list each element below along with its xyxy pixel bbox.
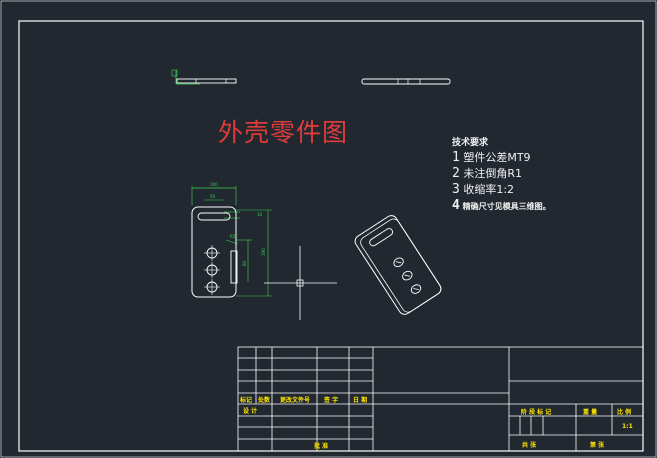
tb-label-design: 设 计 (243, 408, 258, 415)
tb-label-scale: 比 例 (617, 409, 632, 416)
svg-text:10: 10 (257, 212, 263, 217)
tb-label-weight: 重 量 (583, 409, 598, 416)
tb-scale-value: 1:1 (622, 423, 633, 430)
tech-note-3-text: 收缩率1:2 (463, 183, 515, 196)
tb-label-mark: 标记 (240, 397, 253, 404)
tech-notes-heading: 技术要求 (452, 138, 489, 148)
edge-view-right[interactable] (361, 78, 451, 85)
tb-label-date: 日 期 (353, 397, 368, 404)
svg-text:60: 60 (242, 260, 247, 266)
svg-text:100: 100 (210, 182, 218, 187)
tech-note-1-text: 塑件公差MT9 (463, 151, 531, 164)
tech-note-1: 1 塑件公差MT9 (452, 150, 551, 166)
tb-label-count: 处数 (258, 397, 271, 404)
edge-view-left[interactable] (171, 69, 237, 85)
tb-label-sheets-total: 共 张 (522, 442, 537, 449)
svg-text:190: 190 (261, 248, 266, 256)
tb-label-sheet-no: 第 张 (590, 442, 605, 449)
tech-note-4-text: 精确尺寸见模具三维图。 (462, 202, 551, 211)
title-block (237, 346, 644, 452)
tech-note-4-number: 4 (452, 198, 460, 213)
tech-note-1-number: 1 (452, 150, 460, 165)
tb-label-sign: 签 字 (324, 397, 339, 404)
tech-note-2: 2 未注倒角R1 (452, 166, 551, 182)
crosshair-cursor-icon (264, 246, 337, 320)
drawing-title: 外壳零件图 (218, 118, 349, 147)
tech-note-2-text: 未注倒角R1 (463, 167, 522, 180)
tech-note-3: 3 收缩率1:2 (452, 182, 551, 198)
technical-requirements: 技术要求 1 塑件公差MT9 2 未注倒角R1 3 收缩率1:2 4 精确尺寸见… (452, 135, 551, 215)
front-view[interactable]: 100 50 190 60 10 R5 (191, 182, 272, 298)
tech-note-3-number: 3 (452, 182, 460, 197)
isometric-view[interactable] (353, 213, 443, 316)
svg-text:R5: R5 (230, 234, 236, 239)
tb-label-stage: 阶 段 标 记 (521, 409, 552, 416)
tb-label-approve: 批 准 (314, 443, 329, 450)
tech-note-2-number: 2 (452, 166, 460, 181)
drawing-frame (18, 20, 644, 452)
svg-text:50: 50 (210, 194, 216, 199)
tb-label-change-doc: 更改文件号 (280, 397, 311, 404)
tech-note-4: 4 精确尺寸见模具三维图。 (452, 198, 551, 215)
